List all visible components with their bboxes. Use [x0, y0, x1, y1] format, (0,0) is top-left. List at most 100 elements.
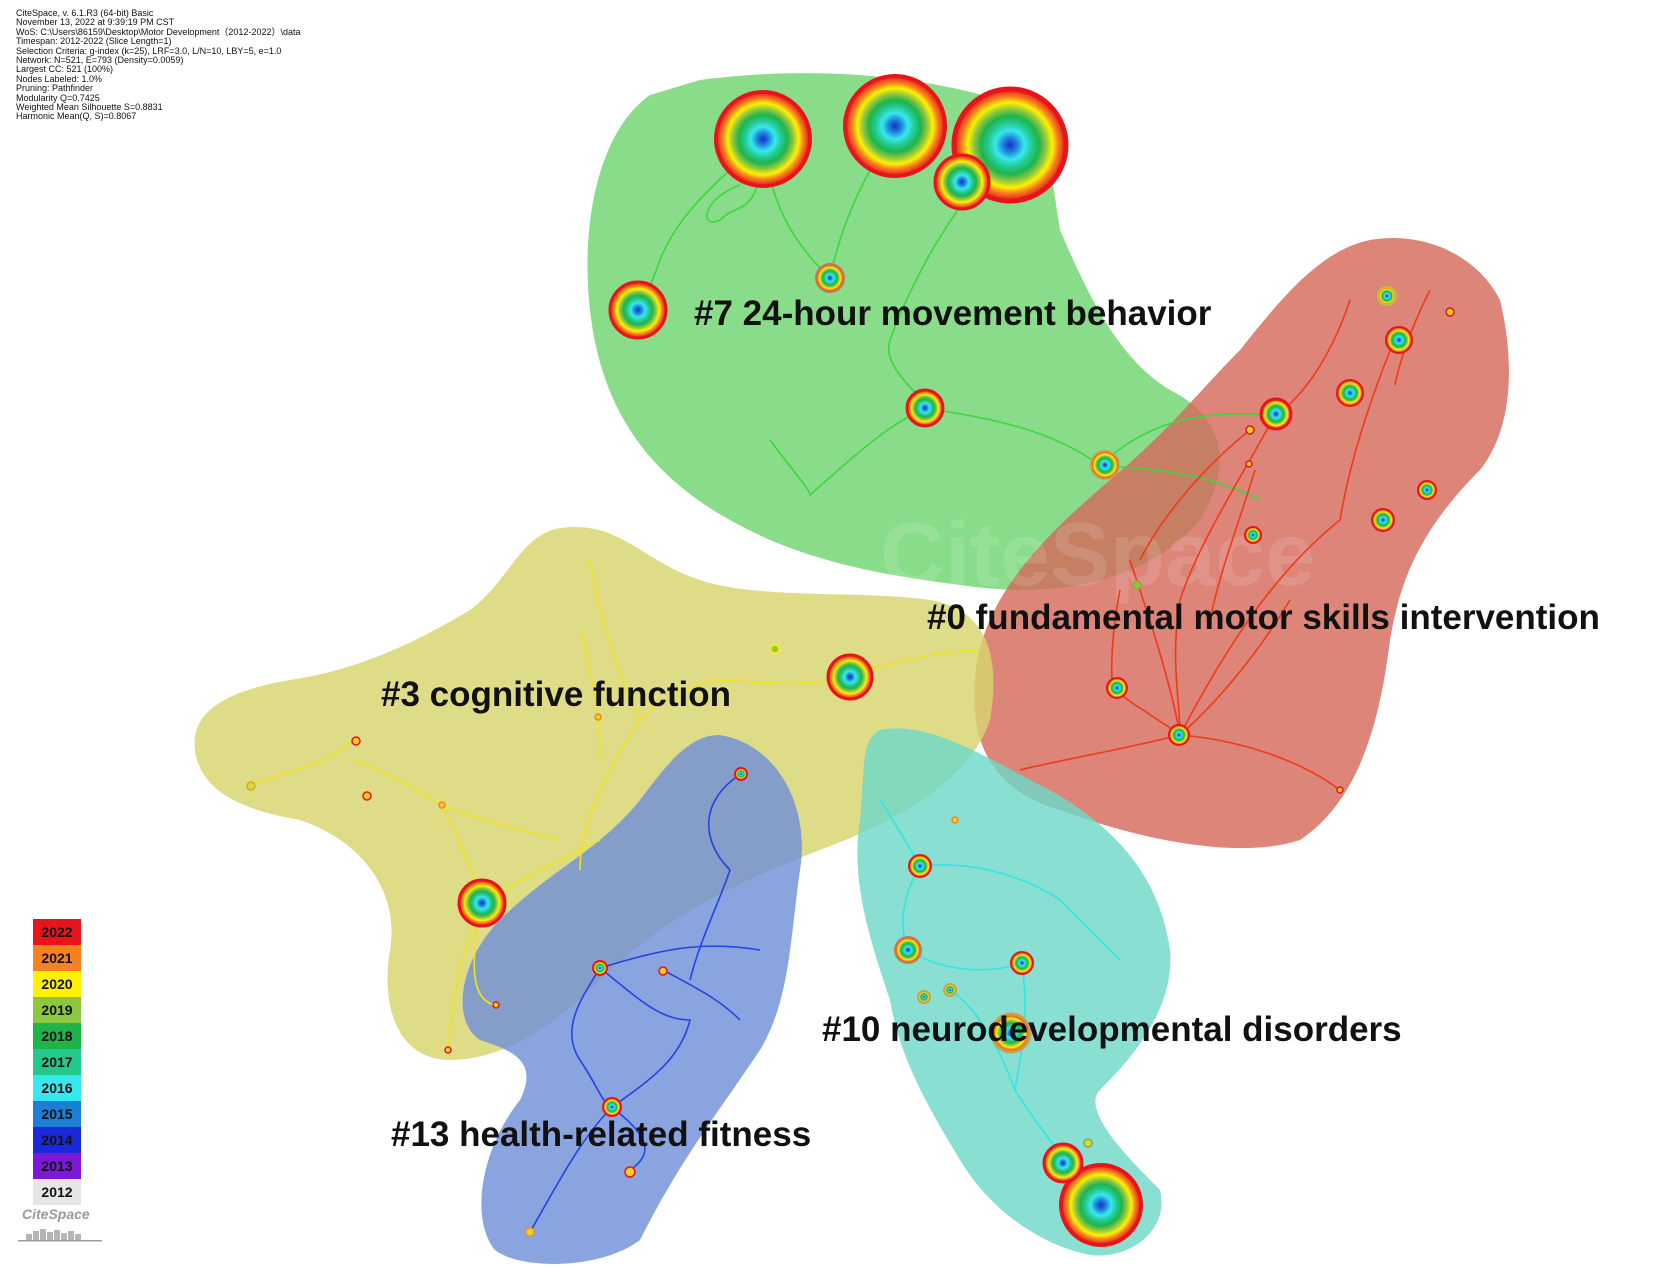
node: [943, 983, 957, 997]
node: [351, 736, 361, 746]
meta-line: Weighted Mean Silhouette S=0.8831: [16, 102, 163, 113]
node: [624, 1166, 636, 1178]
legend-year-2019: 2019: [33, 997, 81, 1023]
node: [492, 1001, 500, 1009]
cluster-hull-10: [857, 728, 1171, 1256]
legend-year-2018: 2018: [33, 1023, 81, 1049]
legend-year-2014: 2014: [33, 1127, 81, 1153]
node: [444, 1046, 452, 1054]
node: [917, 990, 931, 1004]
node: [826, 653, 874, 701]
cluster-hulls: [194, 73, 1509, 1264]
legend-year-label: 2016: [41, 1080, 73, 1096]
node: [990, 1012, 1032, 1054]
node: [770, 644, 780, 654]
meta-line: Network: N=521, E=793 (Density=0.0059): [16, 55, 184, 66]
meta-line: WoS: C:\Users\86159\Desktop\Motor Develo…: [16, 26, 301, 37]
legend-year-label: 2021: [41, 950, 73, 966]
node: [525, 1227, 535, 1237]
meta-line: Modularity Q=0.7425: [16, 92, 100, 103]
cluster-label-10: #10 neurodevelopmental disorders: [822, 1010, 1402, 1049]
cluster-label-3: #3 cognitive function: [381, 675, 732, 714]
legend-year-label: 2012: [41, 1184, 73, 1200]
node: [602, 1097, 622, 1117]
legend-year-label: 2014: [41, 1132, 73, 1148]
legend-year-2015: 2015: [33, 1101, 81, 1127]
node: [951, 816, 959, 824]
node: [1042, 1142, 1084, 1184]
cluster-hull-13: [462, 735, 802, 1264]
node: [594, 713, 602, 721]
node: [1336, 379, 1364, 407]
node: [1336, 786, 1344, 794]
cluster-label-0: #0 fundamental motor skills intervention: [927, 598, 1600, 637]
legend-year-label: 2017: [41, 1054, 73, 1070]
node: [1090, 450, 1120, 480]
node: [438, 801, 446, 809]
legend-year-label: 2022: [41, 924, 73, 940]
node: [1244, 526, 1262, 544]
meta-line: November 13, 2022 at 9:39:19 PM CST: [16, 17, 175, 28]
node: [894, 936, 922, 964]
node: [1445, 307, 1455, 317]
node: [1083, 1138, 1093, 1148]
node: [908, 854, 932, 878]
node: [1059, 1163, 1143, 1247]
legend-year-label: 2013: [41, 1158, 73, 1174]
node: [592, 960, 608, 976]
node: [843, 74, 947, 178]
analysis-parameters: CiteSpace, v. 6.1.R3 (64-bit) Basic Nove…: [16, 8, 301, 122]
meta-line: Harmonic Mean(Q, S)=0.8067: [16, 111, 137, 122]
node: [1417, 480, 1437, 500]
node: [1132, 580, 1142, 590]
legend-year-2012: 2012: [33, 1179, 81, 1205]
node: [658, 966, 668, 976]
meta-line: Nodes Labeled: 1.0%: [16, 73, 103, 84]
legend-year-2022: 2022: [33, 919, 81, 945]
legend-year-2017: 2017: [33, 1049, 81, 1075]
citespace-logo: CiteSpace: [16, 1206, 104, 1246]
meta-line: CiteSpace, v. 6.1.R3 (64-bit) Basic: [16, 8, 154, 18]
meta-line: Timespan: 2012-2022 (Slice Length=1): [16, 36, 172, 47]
meta-line: Selection Criteria: g-index (k=25), LRF=…: [16, 45, 282, 56]
legend-year-label: 2019: [41, 1002, 73, 1018]
cluster-hull-7: [587, 73, 1220, 590]
nodes: [246, 74, 1455, 1247]
logo-skyline-icon: [18, 1229, 102, 1242]
legend-year-2021: 2021: [33, 945, 81, 971]
node: [714, 90, 812, 188]
legend-year-2016: 2016: [33, 1075, 81, 1101]
node: [734, 767, 748, 781]
legend-year-label: 2015: [41, 1106, 73, 1122]
node: [815, 263, 845, 293]
legend-year-2013: 2013: [33, 1153, 81, 1179]
node: [1385, 326, 1413, 354]
node: [1168, 724, 1190, 746]
node: [1259, 397, 1293, 431]
cluster-hull-3: [194, 526, 994, 1060]
legend-year-label: 2018: [41, 1028, 73, 1044]
legend-year-2020: 2020: [33, 971, 81, 997]
node: [1371, 508, 1395, 532]
background-watermark: CiteSpace: [880, 505, 1315, 605]
node: [1245, 425, 1255, 435]
node: [608, 280, 668, 340]
meta-line: Largest CC: 521 (100%): [16, 64, 114, 75]
logo-text: CiteSpace: [22, 1206, 90, 1222]
year-color-legend: 2022 2021 2020 2019 2018 2017 2016 2015 …: [33, 919, 81, 1205]
node: [457, 878, 507, 928]
node: [1377, 286, 1397, 306]
node: [362, 791, 372, 801]
cluster-label-7: #7 24-hour movement behavior: [694, 294, 1212, 333]
edges-cluster-13: [529, 773, 761, 1233]
node: [1010, 951, 1034, 975]
node: [1245, 460, 1253, 468]
small-nodes: [246, 307, 1455, 1237]
cluster-label-13: #13 health-related fitness: [391, 1115, 812, 1154]
legend-year-label: 2020: [41, 976, 73, 992]
node: [1106, 677, 1128, 699]
node: [905, 388, 945, 428]
node: [933, 153, 991, 211]
node: [246, 781, 256, 791]
